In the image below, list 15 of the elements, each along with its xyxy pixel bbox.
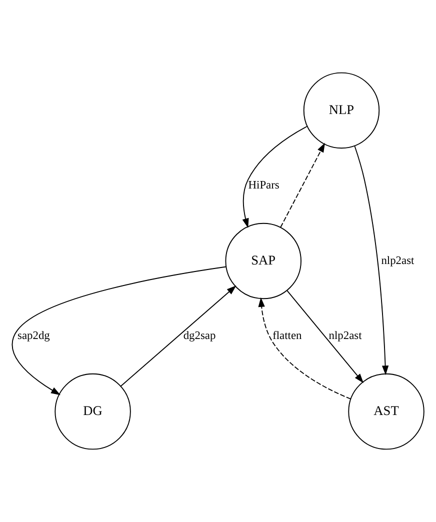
edge-label: sap2dg bbox=[18, 330, 50, 342]
arrow bbox=[280, 142, 326, 228]
arrow bbox=[242, 126, 308, 228]
arrow bbox=[258, 297, 352, 400]
edge-label: flatten bbox=[272, 330, 302, 342]
arrow bbox=[120, 286, 236, 387]
edge-label: nlp2ast bbox=[328, 330, 362, 342]
arrow bbox=[286, 290, 364, 384]
edge-label: dg2sap bbox=[183, 330, 216, 342]
node-circle: NLP bbox=[303, 72, 380, 149]
arrow bbox=[12, 266, 227, 396]
edge-label: HiPars bbox=[248, 180, 280, 192]
node-circle: DG bbox=[54, 373, 131, 450]
arrow bbox=[354, 146, 389, 376]
edge-label: nlp2ast bbox=[381, 254, 414, 267]
